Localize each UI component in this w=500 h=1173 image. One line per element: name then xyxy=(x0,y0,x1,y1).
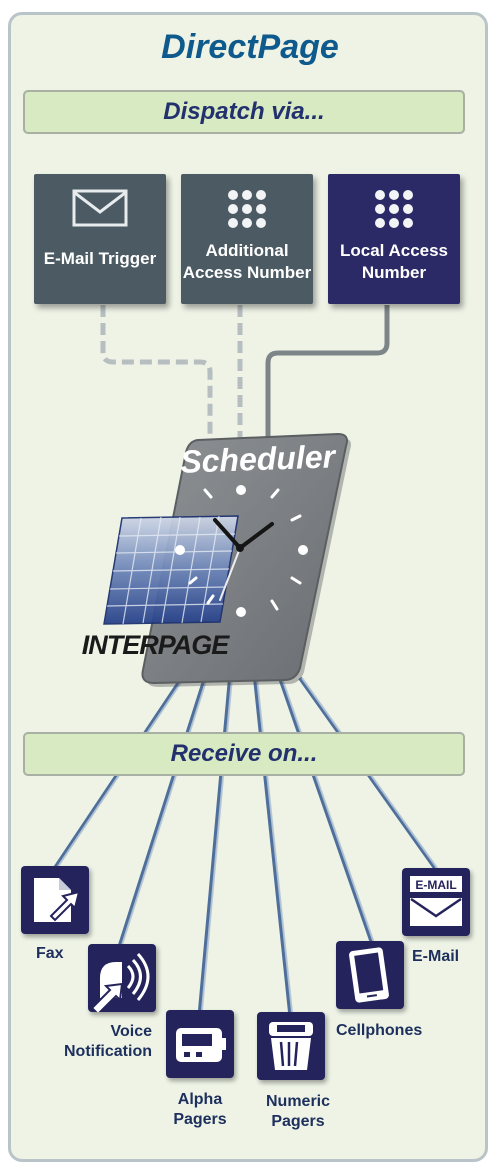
cellphone-link xyxy=(278,677,374,944)
scheduler-label: Scheduler xyxy=(180,438,337,479)
interpage-logo-text: INTERPAGE xyxy=(82,630,231,660)
voice-icon xyxy=(90,952,150,1012)
source-email-trigger: E-Mail Trigger xyxy=(34,174,166,304)
dispatch-label: Dispatch via... xyxy=(163,98,325,125)
local-number-link xyxy=(265,305,390,440)
dest-numeric-pagers xyxy=(257,1012,325,1080)
source-label-line-1: Additional xyxy=(205,241,289,260)
cellphone-icon xyxy=(349,947,389,1003)
dest-label-email: E-Mail xyxy=(412,948,460,965)
source-additional-access-number: Additional Access Number xyxy=(181,174,313,304)
email-icon: E-MAIL xyxy=(410,876,462,926)
dest-fax xyxy=(21,866,89,934)
source-label-line-2: Number xyxy=(361,263,427,282)
dest-voice-notification xyxy=(88,944,156,1012)
email-badge-text: E-MAIL xyxy=(415,878,456,892)
dest-cellphones xyxy=(336,941,404,1009)
alpha-pager-icon xyxy=(176,1028,226,1062)
dest-label-cellphones: Cellphones xyxy=(336,1022,423,1039)
email-trigger-link xyxy=(100,305,213,440)
clock-hands xyxy=(213,518,274,601)
dest-email: E-MAIL xyxy=(402,868,470,936)
envelope-icon xyxy=(72,188,128,233)
diagram-title: DirectPage xyxy=(161,28,339,66)
dest-label-numeric: Numeric Pagers xyxy=(265,1093,331,1130)
source-label-line-2: Access Number xyxy=(182,263,312,282)
interpage-logo-grid xyxy=(103,515,239,625)
keypad-icon xyxy=(225,188,269,237)
source-label-line-1: Local Access xyxy=(339,241,449,260)
source-local-access-number: Local Access Number xyxy=(328,174,460,304)
numeric-pager-icon xyxy=(269,1022,313,1070)
dest-label-alpha: Alpha Pagers xyxy=(173,1091,227,1128)
receive-label: Receive on... xyxy=(170,740,318,767)
voice-link xyxy=(118,677,207,946)
source-label: E-Mail Trigger xyxy=(43,249,157,268)
dest-label-fax: Fax xyxy=(36,945,64,962)
dest-label-voice: Voice Notification xyxy=(64,1023,152,1060)
dispatch-band: Dispatch via... xyxy=(23,90,465,134)
keypad-icon xyxy=(372,188,416,237)
fax-icon xyxy=(34,878,81,922)
dest-alpha-pagers xyxy=(166,1010,234,1078)
receive-band: Receive on... xyxy=(23,732,465,776)
